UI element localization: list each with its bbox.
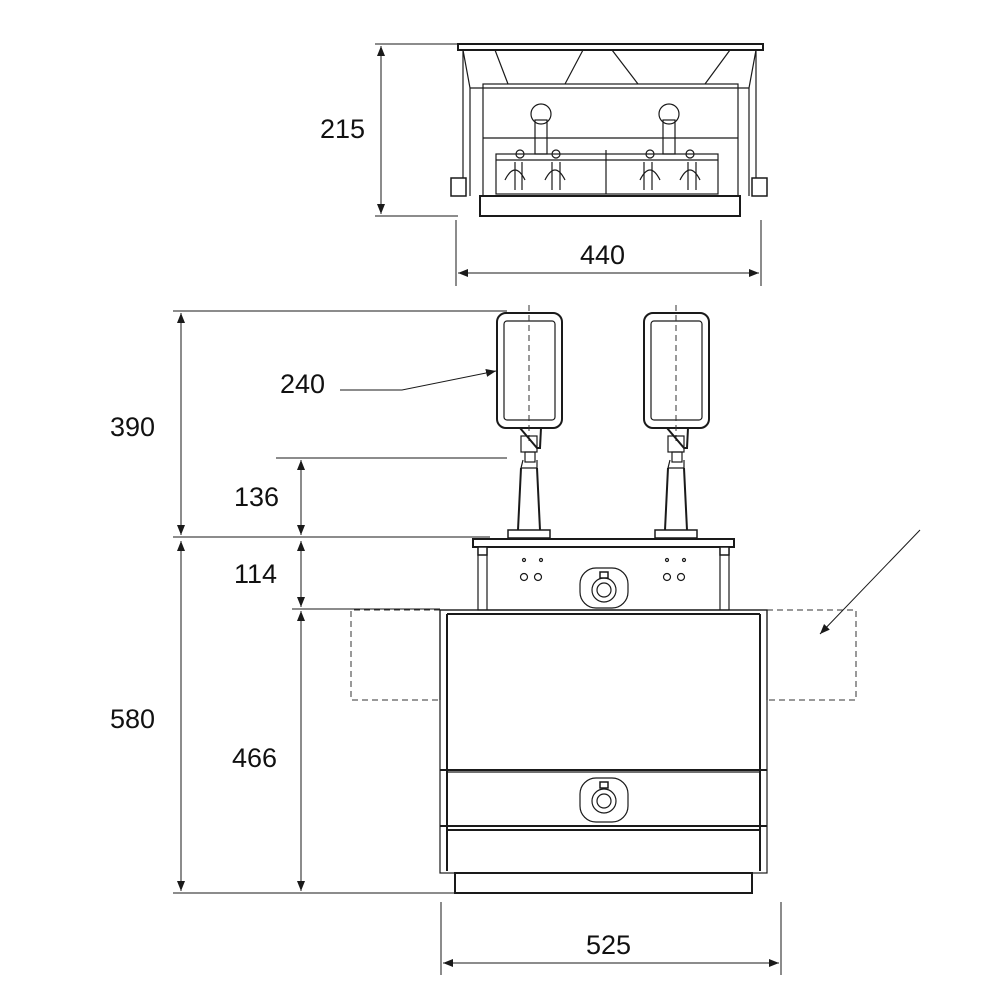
dimension-cabinet-height: 466 bbox=[232, 611, 305, 891]
label-handle-panel-width: 240 bbox=[280, 369, 325, 399]
dimension-control-panel-height: 114 bbox=[234, 541, 440, 610]
label-top-width: 440 bbox=[580, 240, 625, 270]
label-handle-height: 390 bbox=[110, 412, 155, 442]
label-overall-width: 525 bbox=[586, 930, 631, 960]
main-cabinet bbox=[439, 609, 768, 894]
dimension-stem-height: 136 bbox=[234, 457, 507, 535]
dimension-overall-width: 525 bbox=[440, 902, 782, 975]
right-basket-handle bbox=[643, 305, 710, 539]
top-view-fryer bbox=[450, 43, 768, 217]
label-overall-height: 580 bbox=[110, 704, 155, 734]
label-cabinet-height: 466 bbox=[232, 743, 277, 773]
side-shelf-option bbox=[350, 609, 857, 701]
control-unit bbox=[472, 538, 735, 611]
label-top-height: 215 bbox=[320, 114, 365, 144]
shelf-pointer-arrow bbox=[819, 529, 921, 635]
dimension-top-height: 215 bbox=[320, 43, 458, 217]
dimension-handle-height: 390 bbox=[110, 310, 507, 538]
label-control-panel-height: 114 bbox=[234, 559, 277, 589]
label-stem-height: 136 bbox=[234, 482, 279, 512]
dimension-overall-height: 580 bbox=[110, 541, 455, 894]
left-basket-handle bbox=[496, 305, 563, 539]
dimension-top-width: 440 bbox=[455, 220, 762, 286]
dimension-handle-panel-width: 240 bbox=[280, 369, 497, 399]
